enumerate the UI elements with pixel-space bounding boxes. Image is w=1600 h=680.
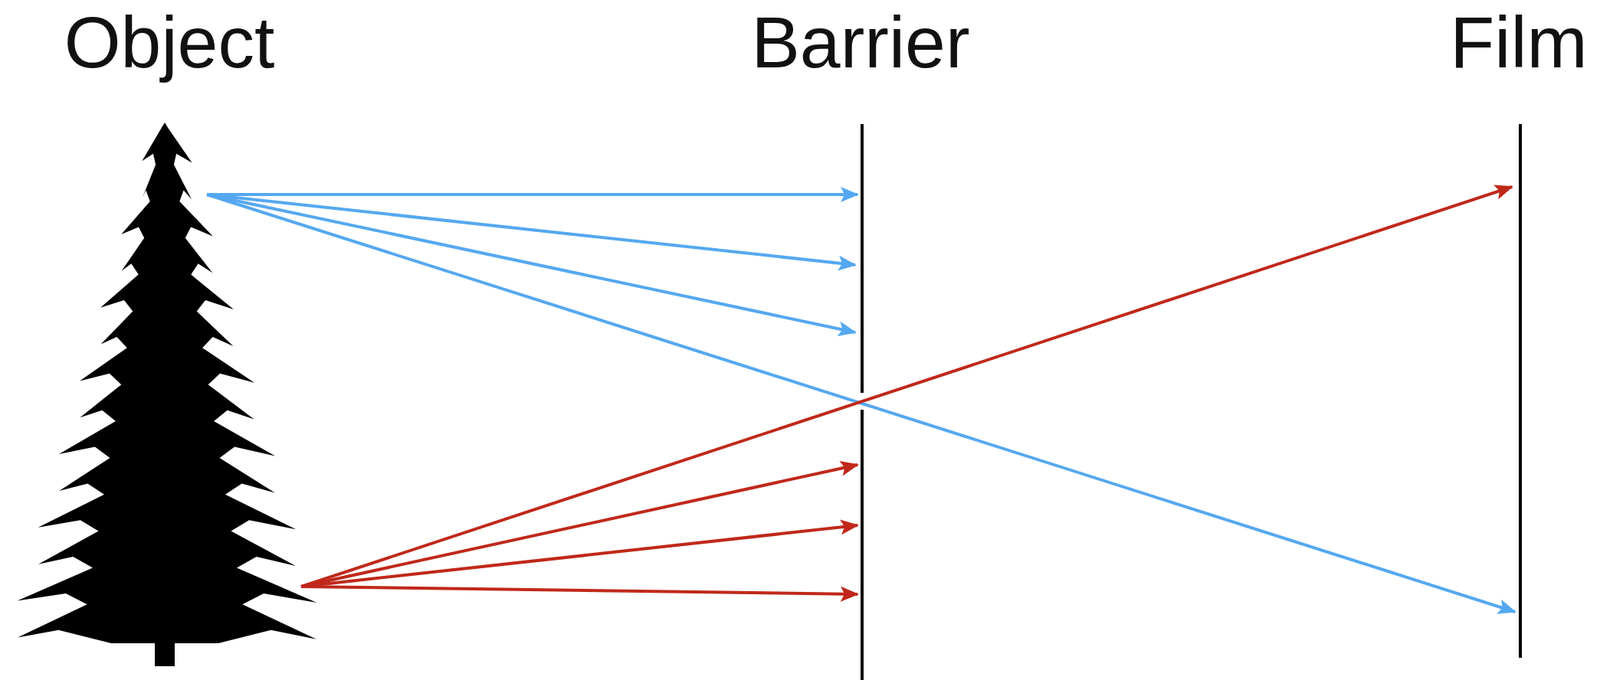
film-line bbox=[1518, 124, 1522, 659]
barrier-upper bbox=[860, 124, 864, 394]
object-heading: Object bbox=[64, 6, 276, 79]
film-heading: Film bbox=[1449, 6, 1587, 79]
tree-trunk bbox=[154, 628, 175, 667]
red-rays bbox=[301, 186, 1512, 595]
barrier-lower bbox=[860, 409, 864, 680]
barrier-heading: Barrier bbox=[750, 6, 970, 79]
tree-silhouette bbox=[17, 122, 318, 667]
